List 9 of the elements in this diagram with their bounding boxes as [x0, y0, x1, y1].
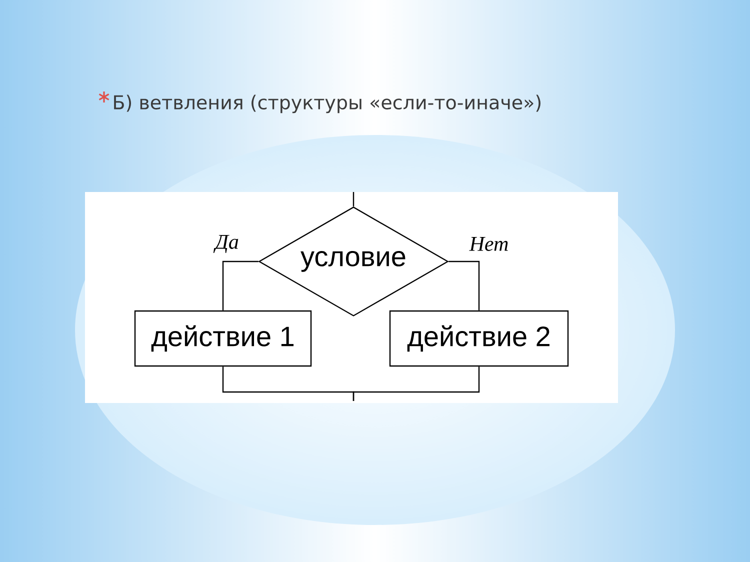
connector-line [352, 192, 354, 206]
slide-title: Б) ветвления (структуры «если-то-иначе») [114, 94, 540, 114]
process-box: действие 2 [389, 310, 569, 367]
process-box: действие 1 [134, 310, 312, 367]
connector-line [448, 260, 480, 310]
edge-label: Нет [468, 236, 510, 252]
connector-line [352, 366, 480, 401]
edge-label: Да [213, 234, 240, 254]
connector-line [222, 260, 258, 310]
